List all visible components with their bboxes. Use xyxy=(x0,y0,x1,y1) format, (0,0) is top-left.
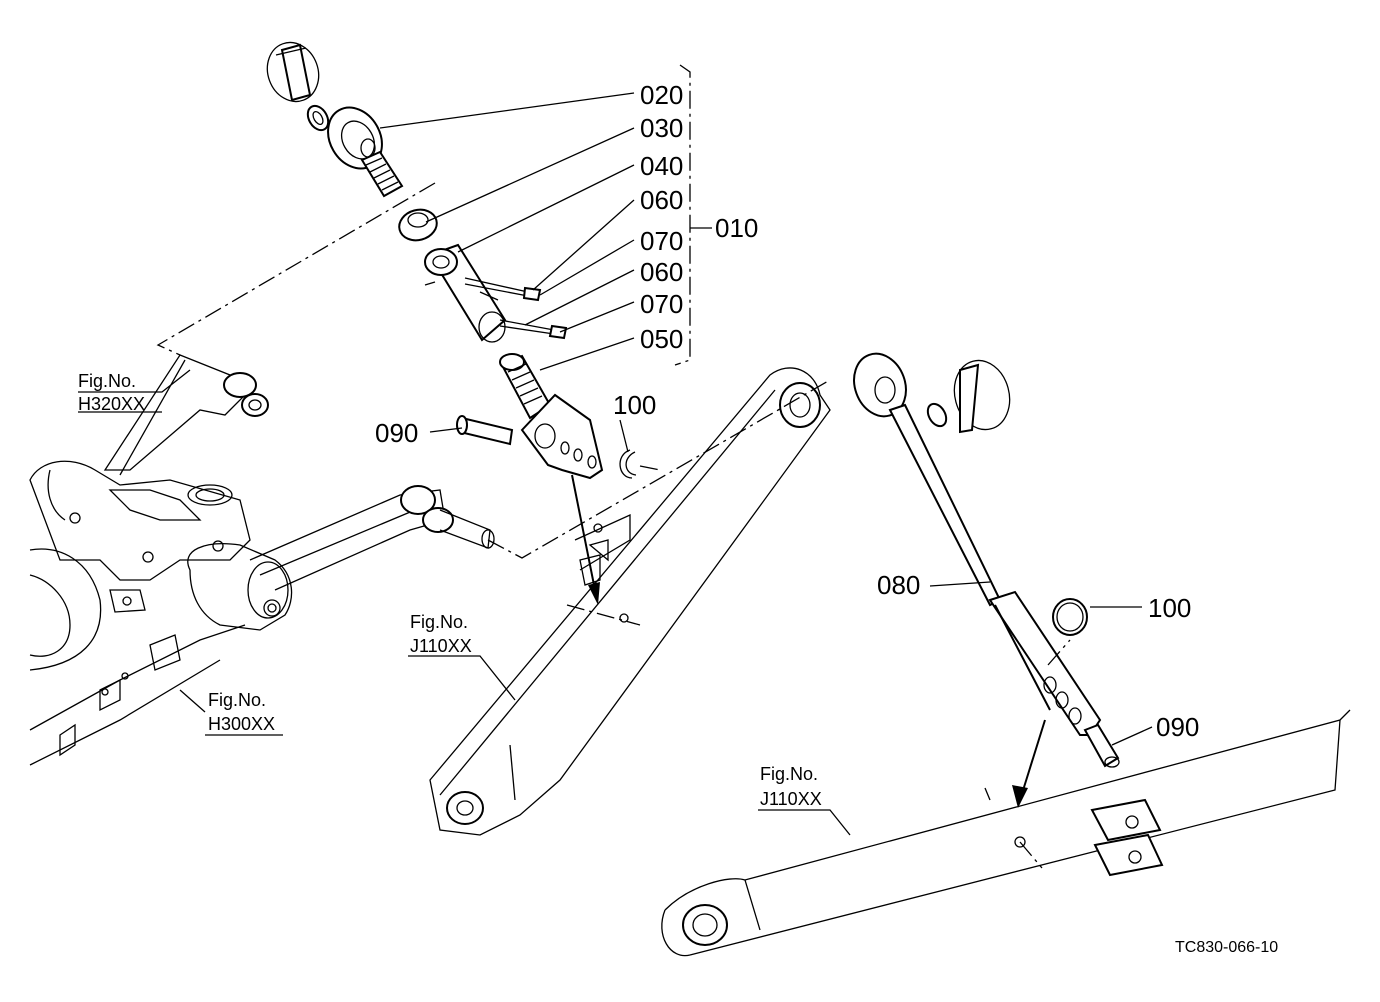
fig-ref-j110-right-label: Fig.No. xyxy=(760,764,818,784)
callout-030: 030 xyxy=(640,113,683,143)
top-link-assembly xyxy=(266,41,637,605)
callout-040: 040 xyxy=(640,151,683,181)
callout-090-left: 090 xyxy=(375,418,418,448)
fig-ref-j110-right-code: J110XX xyxy=(760,789,822,809)
callout-080: 080 xyxy=(877,570,920,600)
callout-060-lower: 060 xyxy=(640,257,683,287)
callout-050: 050 xyxy=(640,324,683,354)
lift-rod xyxy=(853,352,1120,808)
fig-ref-j110-left-code: J110XX xyxy=(410,636,472,656)
fig-ref-j110-left-label: Fig.No. xyxy=(410,612,468,632)
callout-100-right: 100 xyxy=(1148,593,1191,623)
leader-lines xyxy=(78,92,1153,836)
callout-070-lower: 070 xyxy=(640,289,683,319)
callout-100-left: 100 xyxy=(613,390,656,420)
right-lower-link xyxy=(661,709,1351,957)
callout-010: 010 xyxy=(715,213,758,243)
fig-ref-h300-code: H300XX xyxy=(208,714,275,734)
left-lower-link xyxy=(429,367,831,836)
drawing-code: TC830-066-10 xyxy=(1175,939,1278,956)
callout-070-upper: 070 xyxy=(640,226,683,256)
callout-060-upper: 060 xyxy=(640,185,683,215)
phantom-lines xyxy=(156,64,1071,869)
fig-ref-h320-label: Fig.No. xyxy=(78,371,136,391)
fig-ref-h320-code: H320XX xyxy=(78,394,145,414)
callout-090-right: 090 xyxy=(1156,712,1199,742)
callout-020: 020 xyxy=(640,80,683,110)
fig-ref-h300-label: Fig.No. xyxy=(208,690,266,710)
tractor-rear-housing xyxy=(29,354,495,766)
